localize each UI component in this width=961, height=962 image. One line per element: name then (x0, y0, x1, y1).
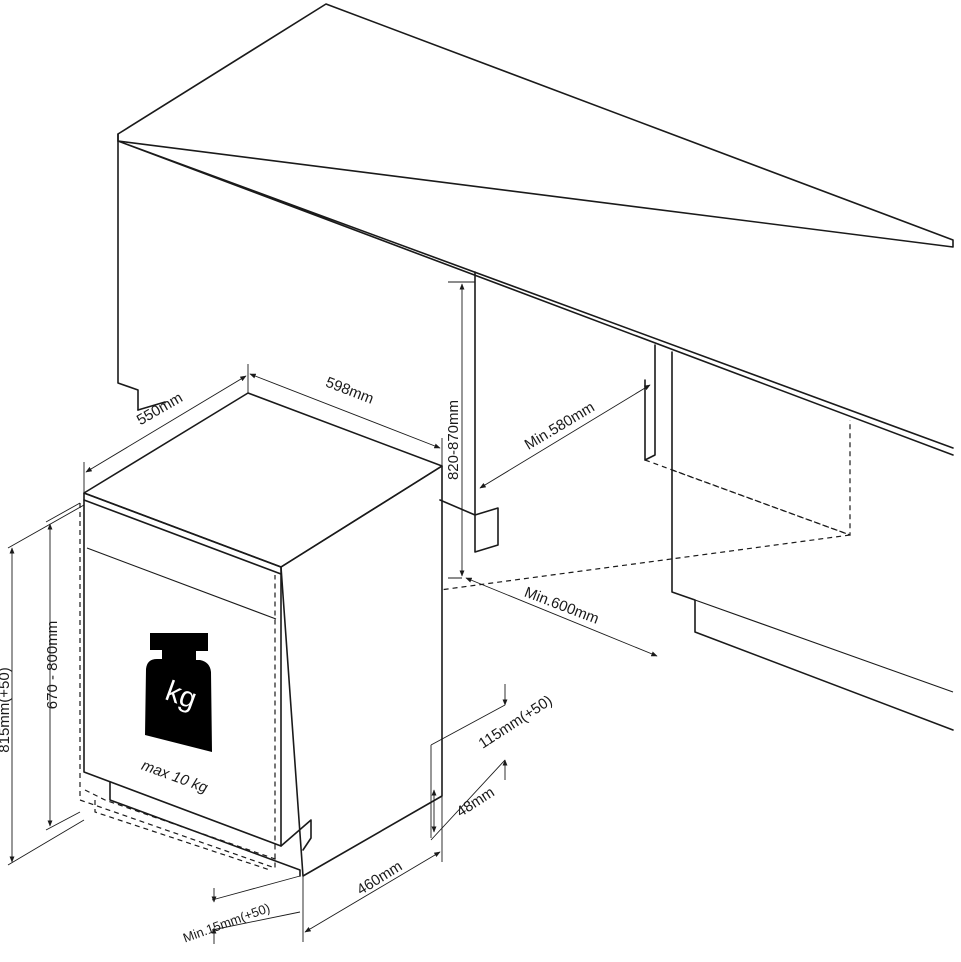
dim-cabinet-height: 820-870mm (445, 400, 462, 480)
dim-width-598: 598mm (323, 374, 376, 408)
dishwasher-appliance (79, 392, 443, 877)
dim-door-height: 670 - 800mm (44, 621, 61, 709)
kg-weight-icon: kg (145, 633, 212, 752)
kitchen-cabinet (117, 3, 954, 731)
dim-base-depth: 460mm (354, 858, 405, 899)
dim-min-depth-580: Min.580mm (522, 399, 598, 454)
dim-plinth-height: 115mm(+50) (476, 692, 556, 752)
dim-min-door-gap: Min.15mm(+50) (181, 900, 272, 945)
max-weight-caption: max 10 kg (139, 757, 210, 797)
dim-depth-550: 550mm (134, 389, 186, 429)
dim-appliance-height: 815mm(+50) (0, 667, 13, 752)
dim-plinth-offset: 48mm (453, 784, 497, 821)
